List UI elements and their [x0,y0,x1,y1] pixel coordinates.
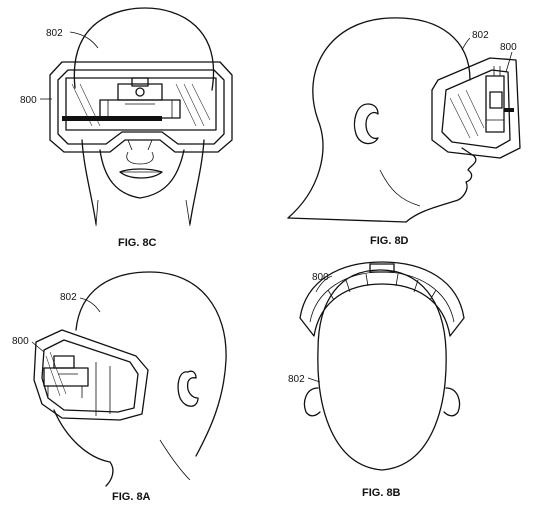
fig8d-lens-hatching [449,89,485,139]
fig8a-title: FIG. 8A [112,491,151,503]
fig8c-mechanism-base [99,99,181,119]
fig8a-goggle-frame [33,329,149,421]
fig8a-mechanism-top [53,355,75,369]
fig8a-strap-edge [95,362,111,416]
fig8b-goggle-outer [299,261,465,337]
fig8a-ref-800: 800 [12,336,29,347]
fig8d-neck-base [287,217,407,223]
fig8c-leader-802 [69,31,99,49]
fig8b-title: FIG. 8B [362,487,401,499]
figure-8c: 802 800 FIG. 8C [20,7,233,249]
fig8b-ref-802: 802 [288,374,305,385]
fig8b-mechanism-top [369,263,395,273]
fig8d-goggle-frame [431,57,521,159]
fig8d-display-bar [504,108,514,112]
fig8a-jaw [53,409,114,487]
fig8d-mechanism-block [489,91,503,109]
fig8d-goggle-inner [441,69,511,149]
fig8c-goggle-frame [49,61,233,153]
fig8c-nose-bridge [127,139,153,151]
fig8a-hatching [45,351,67,397]
fig8b-head-outline [317,269,447,471]
fig8d-ref-802: 802 [472,30,489,41]
fig8d-ref-800: 800 [500,42,517,53]
fig8d-leader-802 [461,37,471,51]
fig8b-ear-left [303,387,321,417]
fig8b-goggle-inner-line [309,271,455,323]
fig8c-title: FIG. 8C [118,237,157,249]
fig8a-ear [177,370,199,407]
fig8a-leader-800 [31,341,45,353]
fig8d-title: FIG. 8D [370,235,409,247]
fig8c-mechanism-details [107,100,173,118]
fig8a-neck-line [159,439,191,481]
fig8c-nose [126,151,154,165]
figure-8a: 802 800 FIG. 8A [12,271,227,503]
fig8c-ref-800: 800 [20,95,37,106]
fig8d-face-profile [405,147,477,223]
fig8b-ref-800: 800 [312,272,329,283]
fig8a-head-outline [75,271,227,457]
fig8c-neck [95,199,191,227]
fig8d-leader-800 [505,51,513,73]
fig8d-mechanism-details [486,66,504,121]
fig8c-goggle-inner [57,69,225,145]
fig8c-head-outline [73,7,215,225]
fig8b-ear-right [443,387,461,417]
fig8c-mouth [119,168,163,179]
fig8a-mechanism [43,367,89,387]
fig8b-goggle-seg [327,273,437,301]
fig8c-mechanism-top [117,83,163,101]
fig8a-ref-802: 802 [60,292,77,303]
fig8c-mechanism-pivot [135,87,145,97]
fig8d-ear [353,103,379,145]
fig8a-mechanism-details [47,373,83,398]
fig8c-lens-hatching [71,83,211,127]
fig8c-mechanism-knob [131,77,149,87]
fig8b-leader-802 [307,377,321,383]
fig8a-leader-802 [79,297,101,313]
fig8a-goggle-inner [41,339,139,413]
figure-8d: 802 800 FIG. 8D [287,17,521,247]
fig8c-face [99,149,185,199]
fig8d-mechanism [485,75,505,133]
fig8c-ref-802: 802 [46,28,63,39]
fig8c-display-bar [62,116,162,121]
fig8d-head-outline [287,17,471,219]
figure-8b: 800 802 FIG. 8B [288,261,465,499]
fig8d-jaw [379,169,421,207]
fig8b-leader-800 [315,275,333,293]
